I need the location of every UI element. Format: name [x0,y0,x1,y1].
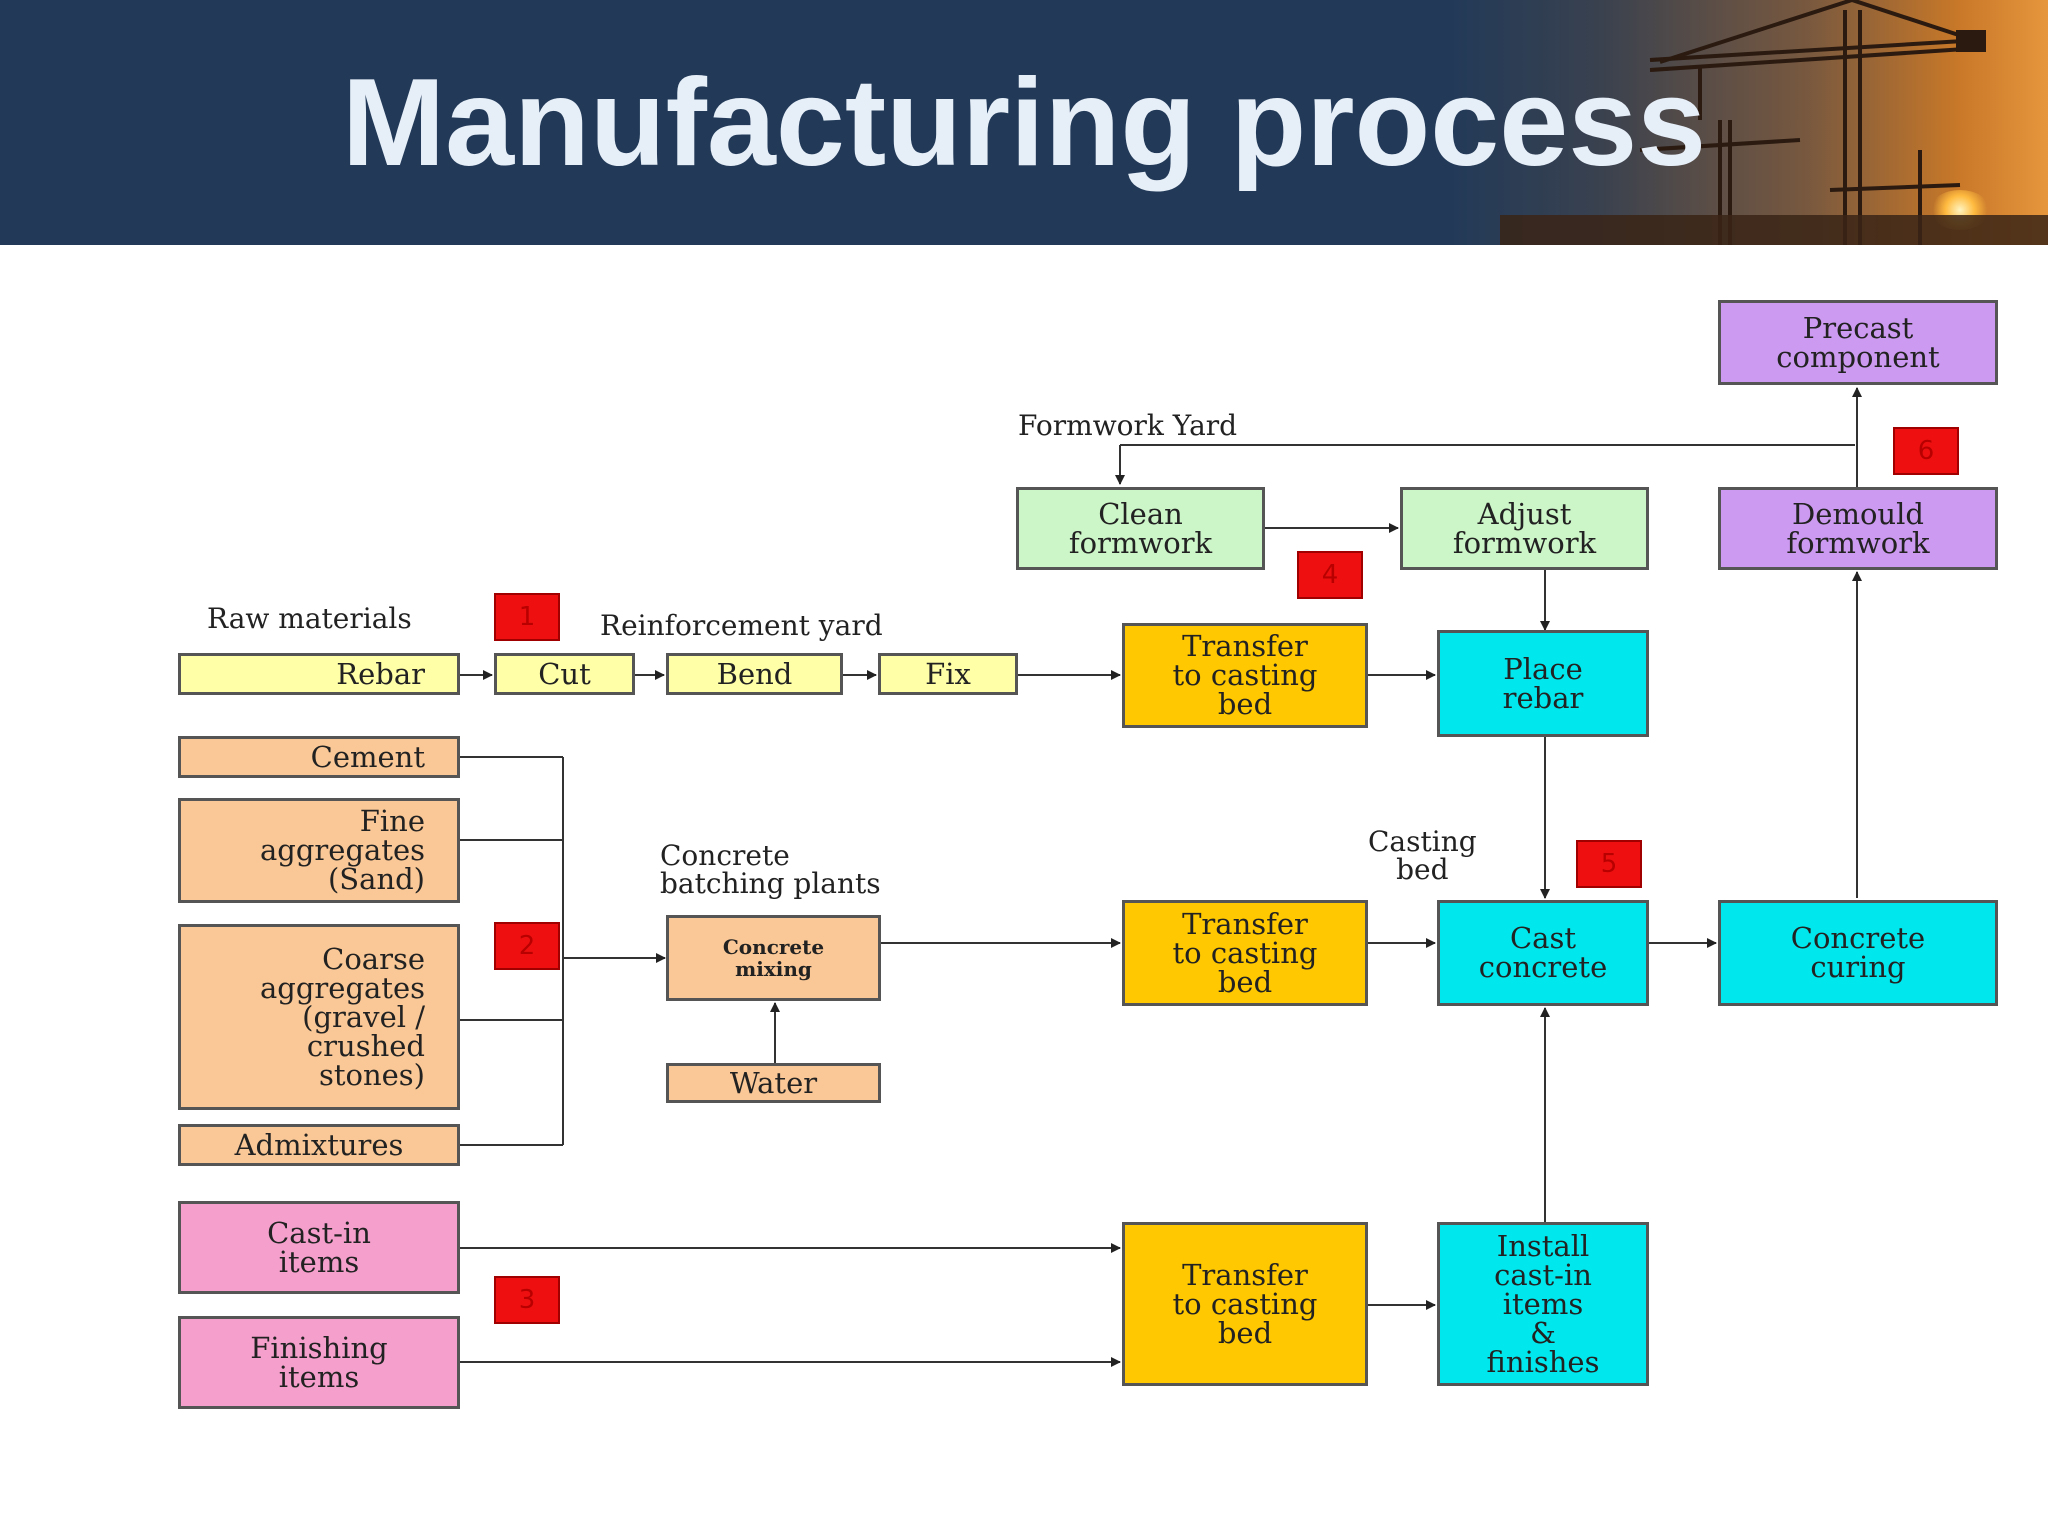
box-transfer-items: Transfer to casting bed [1122,1222,1368,1386]
box-cast-concrete: Cast concrete [1437,900,1649,1006]
step-badge-6: 6 [1893,427,1959,475]
label-batching-plants: Concrete batching plants [660,839,881,900]
box-rebar: Rebar [178,653,460,695]
step-badge-1: 1 [494,593,560,641]
box-transfer-concrete: Transfer to casting bed [1122,900,1368,1006]
box-install-items: Install cast-in items & finishes [1437,1222,1649,1386]
box-concrete-curing: Concrete curing [1718,900,1998,1006]
box-finishing-items: Finishing items [178,1316,460,1409]
box-fine-aggregates: Fine aggregates (Sand) [178,798,460,903]
step-badge-3: 3 [494,1276,560,1324]
step-badge-4: 4 [1297,551,1363,599]
box-transfer-rebar: Transfer to casting bed [1122,623,1368,728]
slide-header: Manufacturing process [0,0,2048,245]
label-reinforcement-yard: Reinforcement yard [600,609,883,642]
label-formwork-yard: Formwork Yard [1018,409,1238,442]
box-place-rebar: Place rebar [1437,630,1649,737]
box-concrete-mixing: Concrete mixing [666,915,881,1001]
box-clean-formwork: Clean formwork [1016,487,1265,570]
label-raw-materials: Raw materials [207,602,412,635]
box-demould-formwork: Demould formwork [1718,487,1998,570]
page-title: Manufacturing process [341,54,1707,192]
box-cement: Cement [178,736,460,778]
box-bend: Bend [666,653,843,695]
box-fix: Fix [878,653,1018,695]
box-water: Water [666,1063,881,1103]
box-adjust-formwork: Adjust formwork [1400,487,1649,570]
box-cut: Cut [494,653,635,695]
step-badge-2: 2 [494,922,560,970]
box-precast-component: Precast component [1718,300,1998,385]
label-casting-bed: Casting bed [1368,825,1477,886]
step-badge-5: 5 [1576,840,1642,888]
crane-silhouette-icon [1500,0,2048,245]
box-coarse-aggregates: Coarse aggregates (gravel / crushed ston… [178,924,460,1110]
box-cast-in-items: Cast-in items [178,1201,460,1294]
box-admixtures: Admixtures [178,1124,460,1166]
